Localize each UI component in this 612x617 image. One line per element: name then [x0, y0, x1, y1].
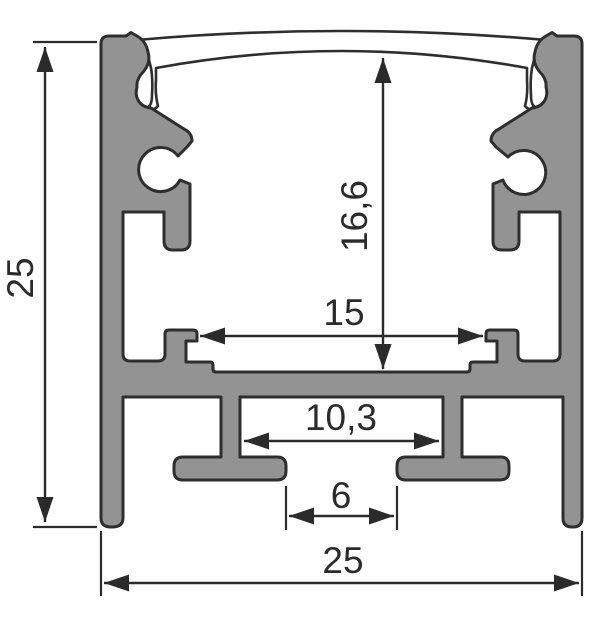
aluminum-profile-outline	[99, 31, 584, 529]
dim-bottom-slot-width-label: 6	[331, 475, 352, 516]
dim-overall-width-label: 25	[322, 540, 363, 581]
dim-overall-height-label: 25	[0, 257, 41, 298]
dim-bottom-channel-width-label: 10,3	[305, 397, 377, 438]
dim-inner-top-width-label: 15	[323, 292, 364, 333]
dim-inner-height-label: 16,6	[334, 180, 375, 252]
diffuser-cover-shape	[135, 29, 548, 111]
